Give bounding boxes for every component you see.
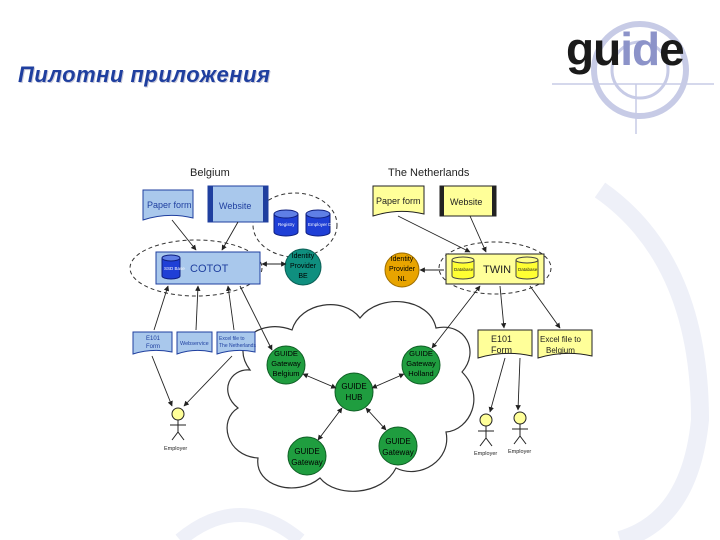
logo-wordmark: guide <box>566 23 685 75</box>
belgium-employer-label: Employer <box>164 446 187 452</box>
netherlands-employer2-person-icon <box>512 411 528 445</box>
guide-logo: guide <box>548 10 718 142</box>
svg-text:Website: Website <box>450 197 482 207</box>
svg-text:Holland: Holland <box>408 369 433 378</box>
svg-text:GUIDE: GUIDE <box>409 349 433 358</box>
svg-text:Gateway: Gateway <box>291 458 323 467</box>
svg-text:Identity: Identity <box>292 253 315 260</box>
svg-text:COTOT: COTOT <box>190 263 229 275</box>
svg-text:BE: BE <box>298 273 308 280</box>
guide-gateway-1: GUIDE Gateway <box>287 436 327 476</box>
belgium-backend-ellipse <box>129 239 263 297</box>
belgium-e101-form: E101 Form <box>132 331 173 355</box>
belgium-website: Website <box>207 185 269 223</box>
slide-title: Пилотни приложения <box>18 62 271 87</box>
netherlands-employer2-label: Employer <box>508 449 531 455</box>
svg-text:Database: Database <box>518 267 538 272</box>
svg-text:Belgium: Belgium <box>272 369 299 378</box>
netherlands-employer1-label: Employer <box>474 451 497 457</box>
svg-text:Provider: Provider <box>389 266 416 273</box>
background-swoosh <box>594 182 710 540</box>
guide-gateway-2: GUIDE Gateway <box>378 426 418 466</box>
belgium-paper-form: Paper form <box>142 189 194 221</box>
svg-text:Gateway: Gateway <box>271 359 301 368</box>
svg-text:Belgium: Belgium <box>546 346 575 355</box>
background-swoosh-bottom <box>175 508 305 540</box>
region-label-belgium: Belgium <box>190 167 230 179</box>
guide-gateway-belgium: GUIDE Gateway Belgium <box>266 345 306 385</box>
svg-text:Form: Form <box>146 344 160 350</box>
svg-text:Gateway: Gateway <box>406 359 436 368</box>
svg-text:Excel file to: Excel file to <box>219 336 245 342</box>
belgium-db-employer-icon: Employer DB <box>305 209 335 237</box>
netherlands-twin-box: Database TWIN Database <box>445 253 545 285</box>
svg-text:Website: Website <box>219 201 251 211</box>
svg-text:The Netherlands: The Netherlands <box>219 343 256 349</box>
svg-text:Identity: Identity <box>391 256 414 263</box>
svg-text:Registry: Registry <box>278 222 295 227</box>
netherlands-paper-form: Paper form <box>372 185 425 217</box>
guide-gateway-holland: GUIDE Gateway Holland <box>401 345 441 385</box>
svg-text:GUIDE: GUIDE <box>294 447 319 456</box>
svg-text:NL: NL <box>398 276 407 283</box>
belgium-excel-file: Excel file to The Netherlands <box>216 331 256 355</box>
belgium-employer-person-icon <box>170 407 186 441</box>
svg-text:SSD Base: SSD Base <box>164 266 185 271</box>
svg-text:Form: Form <box>491 345 512 355</box>
svg-text:HUB: HUB <box>346 393 363 402</box>
svg-text:GUIDE: GUIDE <box>385 437 410 446</box>
logo-crosshair-icon <box>552 21 714 134</box>
svg-text:Excel file to: Excel file to <box>540 335 581 344</box>
svg-text:Employer DB: Employer DB <box>308 222 335 227</box>
svg-text:Paper form: Paper form <box>376 196 421 206</box>
svg-text:E101: E101 <box>491 334 512 344</box>
netherlands-backend-ellipse <box>438 241 552 295</box>
netherlands-excel-file: Excel file to Belgium <box>537 329 593 359</box>
netherlands-employer1-person-icon <box>478 413 494 447</box>
svg-text:Provider: Provider <box>290 263 317 270</box>
netherlands-e101-form: E101 Form <box>477 329 533 359</box>
svg-text:GUIDE: GUIDE <box>274 349 298 358</box>
svg-text:E101: E101 <box>146 336 161 342</box>
region-label-netherlands: The Netherlands <box>388 167 470 179</box>
netherlands-website: Website <box>439 185 497 217</box>
belgium-db-registry-icon: Registry <box>273 209 299 237</box>
belgium-identity-provider: Identity Provider BE <box>284 248 322 286</box>
svg-text:Paper form: Paper form <box>147 200 192 210</box>
netherlands-identity-provider: Identity Provider NL <box>384 252 420 288</box>
svg-text:GUIDE: GUIDE <box>341 382 366 391</box>
svg-text:Gateway: Gateway <box>382 448 414 457</box>
svg-text:Webservice: Webservice <box>180 341 209 347</box>
guide-hub: GUIDE HUB <box>334 372 374 412</box>
belgium-webservice: Webservice <box>176 331 213 355</box>
svg-text:Database: Database <box>454 267 474 272</box>
diagram-connectors <box>151 215 561 441</box>
belgium-cotot-box: SSD Base COTOT <box>155 251 261 285</box>
svg-text:TWIN: TWIN <box>483 264 511 276</box>
